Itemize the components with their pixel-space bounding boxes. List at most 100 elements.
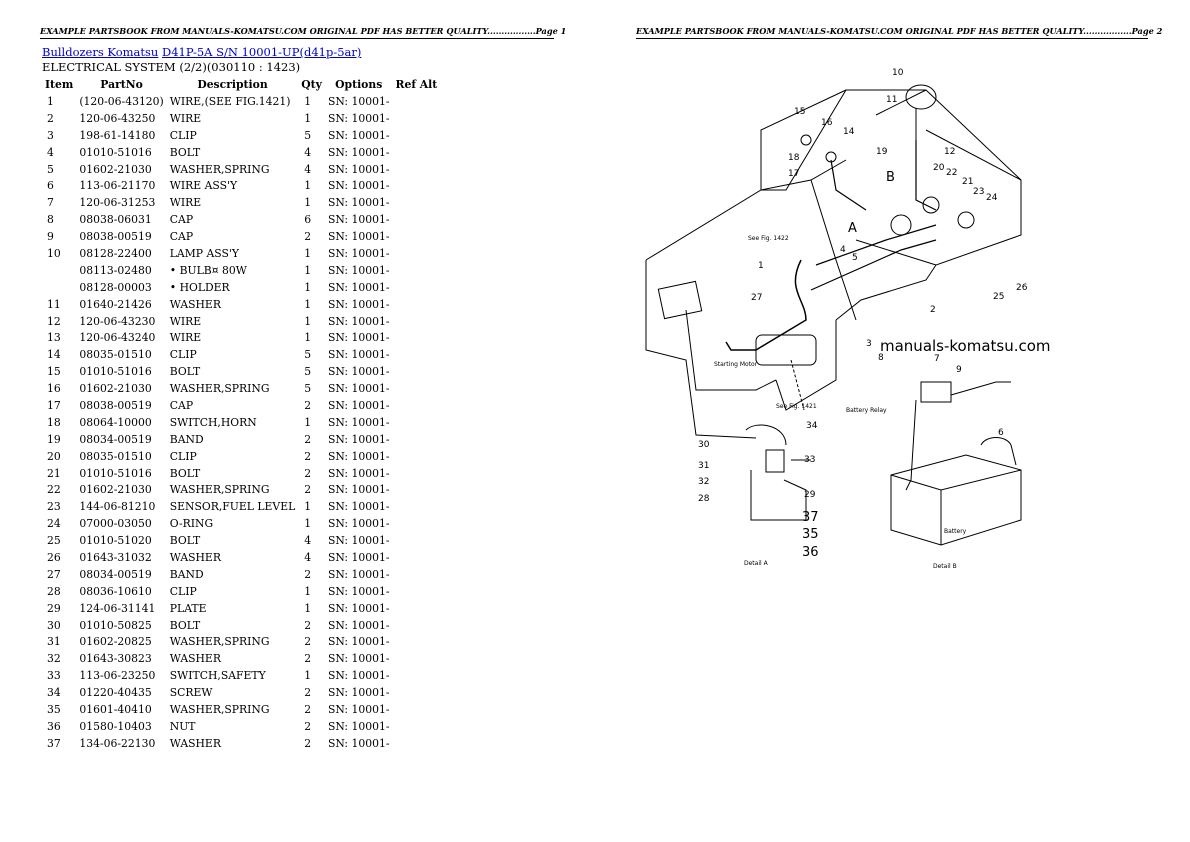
- cell-part-no: 01010-51020: [79, 534, 152, 548]
- cell-qty: 1: [304, 263, 312, 277]
- cell-qty: 6: [304, 213, 312, 227]
- callout-9: 9: [956, 365, 962, 375]
- cell-qty: 1: [304, 584, 312, 598]
- cell-options: SN: 10001-: [327, 449, 390, 463]
- caption-starting-motor: Starting Motor: [714, 361, 758, 368]
- cell-options: SN: 10001-: [327, 483, 390, 497]
- diagram-callouts: 10 11 15 16 14 12 18 17 19 20 22 21 23 2…: [698, 68, 1028, 560]
- cell-item: 1: [47, 94, 54, 108]
- cell-options: SN: 10001-: [327, 432, 390, 446]
- callout-15: 15: [794, 107, 805, 117]
- callout-18: 18: [788, 153, 800, 163]
- cell-ref-alt: [392, 211, 440, 228]
- cell-ref-alt: [392, 262, 440, 279]
- breadcrumb-link-bulldozers[interactable]: Bulldozers Komatsu: [42, 45, 159, 59]
- cell-item: 35: [47, 703, 61, 716]
- cell-part-no: 01010-51016: [79, 365, 152, 379]
- callout-36: 36: [802, 545, 819, 560]
- callout-17: 17: [788, 169, 799, 179]
- cell-qty: 1: [304, 196, 312, 210]
- cell-ref-alt: [392, 684, 440, 701]
- diagram-captions: See Fig. 1422 See Fig. 1421 Starting Mot…: [714, 235, 967, 570]
- cell-qty: 1: [304, 111, 312, 125]
- cell-description: PLATE: [169, 601, 207, 615]
- cell-options: SN: 10001-: [327, 314, 390, 328]
- cell-description: CAP: [169, 398, 194, 412]
- cell-options: SN: 10001-: [327, 213, 390, 227]
- cell-part-no: 198-61-14180: [79, 128, 156, 142]
- cell-ref-alt: [392, 667, 440, 684]
- cell-ref-alt: [392, 634, 440, 651]
- cell-part-no: 01010-51016: [79, 145, 152, 159]
- cell-ref-alt: [392, 296, 440, 313]
- cell-item: 26: [47, 550, 61, 564]
- cell-qty: 1: [304, 415, 312, 429]
- cell-description: BOLT: [169, 618, 201, 632]
- callout-19: 19: [876, 147, 888, 157]
- callout-10: 10: [892, 68, 904, 78]
- cell-description: • BULB¤ 80W: [169, 263, 247, 277]
- cell-qty: 5: [304, 348, 312, 362]
- cell-part-no: 08034-00519: [79, 567, 152, 581]
- cell-description: WIRE ASS'Y: [169, 179, 238, 193]
- cell-options: SN: 10001-: [327, 601, 390, 615]
- section-title: ELECTRICAL SYSTEM (2/2)(030110 : 1423): [42, 60, 301, 74]
- cell-ref-alt: [392, 515, 440, 532]
- cell-qty: 2: [304, 466, 312, 480]
- cell-ref-alt: [392, 414, 440, 431]
- cell-ref-alt: [392, 279, 440, 296]
- cell-description: WASHER: [169, 652, 221, 666]
- cell-qty: 2: [304, 398, 312, 412]
- cell-part-no: 08035-01510: [79, 348, 152, 362]
- cell-qty: 1: [304, 331, 312, 345]
- cell-ref-alt: [392, 329, 440, 346]
- callout-21: 21: [962, 177, 973, 187]
- cell-qty: 2: [304, 449, 312, 463]
- cell-item: 22: [47, 483, 61, 497]
- cell-ref-alt: [392, 228, 440, 245]
- cell-item: 8: [47, 213, 54, 227]
- cell-item: 4: [47, 145, 54, 159]
- cell-part-no: 113-06-23250: [79, 669, 156, 683]
- cell-options: SN: 10001-: [327, 550, 390, 564]
- cell-ref-alt: [392, 397, 440, 414]
- breadcrumb-link-model[interactable]: D41P-5A S/N 10001-UP(d41p-5ar): [161, 45, 362, 59]
- cell-part-no: 144-06-81210: [79, 500, 156, 514]
- cell-part-no: 08113-02480: [79, 263, 152, 277]
- callout-b: B: [886, 170, 895, 185]
- cell-qty: 4: [304, 145, 312, 159]
- cell-item: 30: [47, 618, 61, 632]
- cell-options: SN: 10001-: [327, 517, 390, 531]
- cell-description: WASHER,SPRING: [169, 703, 270, 716]
- cell-qty: 2: [304, 567, 312, 581]
- callout-34: 34: [806, 421, 818, 431]
- cell-qty: 4: [304, 550, 312, 564]
- callout-25: 25: [993, 292, 1004, 302]
- cell-options: SN: 10001-: [327, 398, 390, 412]
- cell-options: SN: 10001-: [327, 280, 390, 294]
- cell-part-no: 01220-40435: [79, 686, 152, 700]
- callout-8: 8: [878, 353, 884, 363]
- cell-options: SN: 10001-: [327, 230, 390, 244]
- cell-part-no: 01010-51016: [79, 466, 152, 480]
- cell-item: 28: [47, 584, 61, 598]
- cell-ref-alt: [392, 481, 440, 498]
- cell-description: O-RING: [169, 517, 214, 531]
- cell-item: 17: [47, 398, 61, 412]
- cell-part-no: 01601-40410: [79, 703, 152, 716]
- callout-37: 37: [802, 510, 819, 525]
- cell-options: SN: 10001-: [327, 500, 390, 514]
- cell-part-no: 01602-21030: [79, 162, 152, 176]
- page-header-right: EXAMPLE PARTSBOOK FROM MANUALS-KOMATSU.C…: [636, 26, 1162, 39]
- cell-part-no: 120-06-43240: [79, 331, 156, 345]
